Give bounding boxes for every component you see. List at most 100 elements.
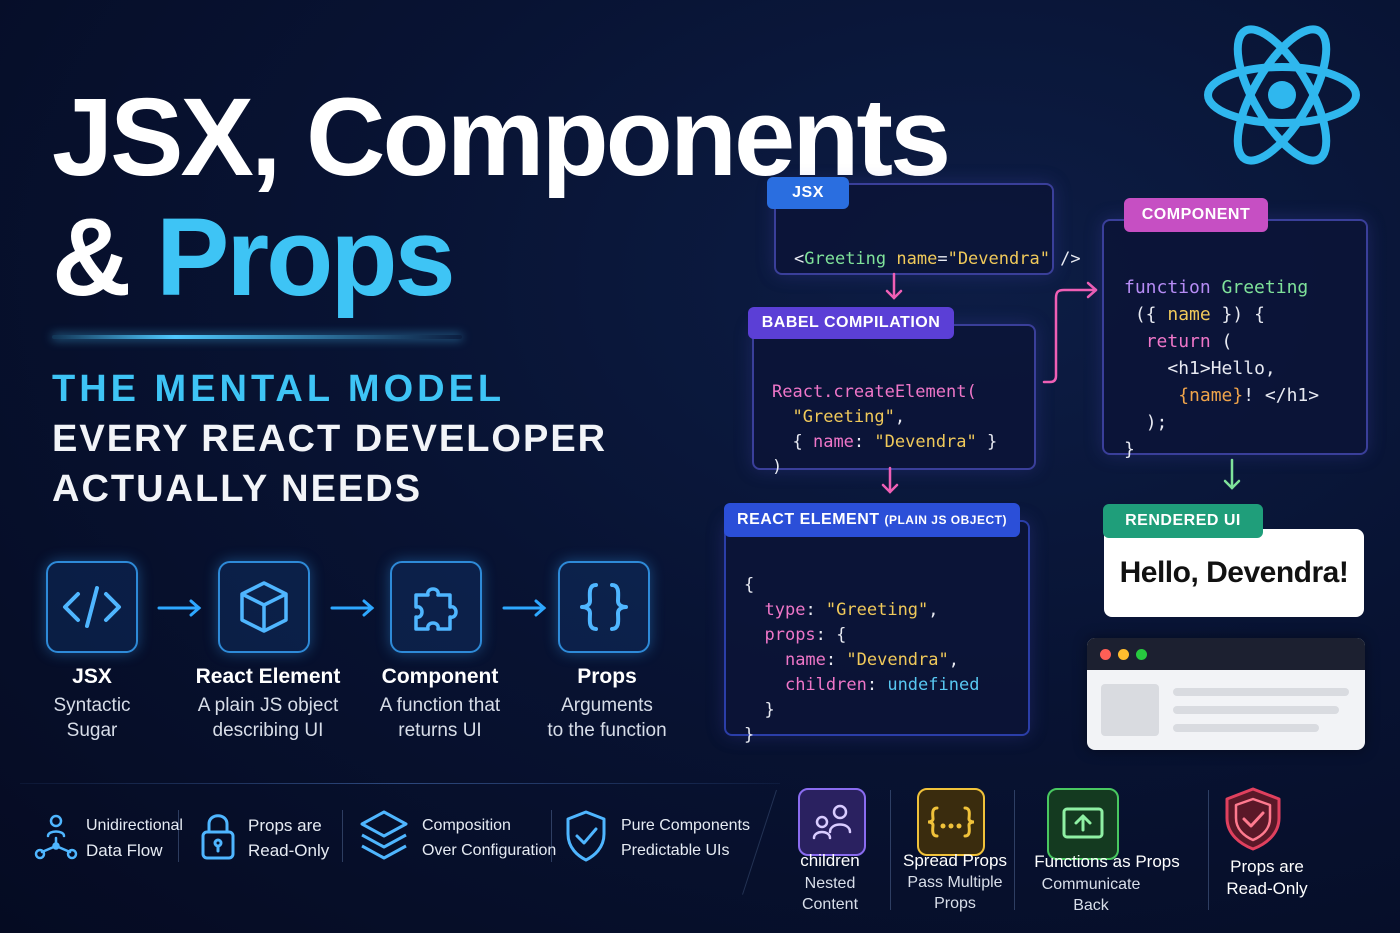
component-l5-bang: ! — [1243, 385, 1255, 406]
babel-panel — [752, 324, 1036, 470]
flow-jsx-label: JSX — [72, 665, 112, 688]
rb-sep-3 — [1208, 790, 1209, 910]
layers-icon — [360, 810, 408, 860]
browser-text-line-3 — [1173, 724, 1319, 732]
subtitle-line2: EVERY REACT DEVELOPER — [52, 418, 608, 460]
feature-lock-line1: Props are — [248, 816, 322, 835]
page-title-line2: & Props — [52, 196, 456, 319]
shield-check-icon — [566, 810, 606, 862]
element-l4-key: name — [784, 650, 826, 670]
flow-element-label: React Element — [195, 665, 341, 688]
element-l1: { — [744, 575, 755, 595]
braces-icon — [580, 583, 628, 631]
functions-desc1: Communicate — [1041, 876, 1141, 893]
element-l2-val: "Greeting" — [825, 600, 929, 620]
component-l3-return: return — [1145, 331, 1211, 352]
feature-layers-line2: Over Configuration — [422, 842, 557, 859]
rendered-tag: RENDERED UI — [1103, 504, 1263, 538]
flow-props-desc1: Arguments — [561, 695, 653, 716]
code-icon — [63, 586, 121, 628]
subtitle-line3: ACTUALLY NEEDS — [52, 468, 423, 510]
feature-pure-line2: Predictable UIs — [621, 842, 730, 859]
bottom-divider — [20, 783, 780, 784]
spread-braces-icon — [927, 806, 975, 838]
browser-maximize-dot — [1136, 649, 1147, 660]
flow-props-desc2: to the function — [547, 720, 667, 741]
readonly-desc1: Read-Only — [1226, 879, 1308, 898]
children-icon-box — [798, 788, 866, 856]
element-l2-key: type — [764, 600, 806, 620]
component-panel — [1102, 219, 1368, 455]
browser-close-dot — [1100, 649, 1111, 660]
flow-element-box — [218, 561, 310, 653]
component-code: function Greeting ({ name }) { return ( … — [1124, 247, 1319, 463]
title-divider — [52, 335, 462, 339]
element-l2-colon: : — [805, 600, 826, 620]
element-tag: REACT ELEMENT (PLAIN JS OBJECT) — [724, 503, 1020, 537]
upload-arrow-icon — [1062, 807, 1104, 839]
component-l7: } — [1124, 439, 1135, 460]
rb-sep-2 — [1014, 790, 1015, 910]
jsx-code-close: /> — [1049, 249, 1081, 269]
flow-component-box — [390, 561, 482, 653]
component-l4-tag: <h1> — [1167, 358, 1211, 379]
component-l5-close: </h1> — [1254, 385, 1320, 406]
arrow-babel-to-component — [1042, 281, 1098, 384]
rendered-output: Hello, Devendra! — [1104, 529, 1364, 617]
spread-icon-box — [917, 788, 985, 856]
functions-title: Functions as Props — [1034, 852, 1180, 871]
arrow-component-to-rendered — [1223, 458, 1241, 490]
browser-mockup — [1087, 638, 1365, 750]
jsx-code-name: Greeting — [804, 249, 887, 269]
babel-line4: ) — [772, 457, 783, 477]
jsx-code-eq: = — [937, 249, 948, 269]
feature-flow-line2: Data Flow — [86, 841, 163, 860]
feature-sep-1 — [178, 810, 179, 862]
functions-icon-box — [1047, 788, 1119, 860]
spread-title: Spread Props — [903, 851, 1007, 870]
element-l3-open: : { — [815, 625, 847, 645]
babel-tag: BABEL COMPILATION — [748, 307, 954, 339]
element-l6: } — [764, 700, 775, 720]
browser-image-placeholder — [1101, 684, 1159, 736]
rb-sep-diag — [742, 789, 777, 895]
element-l3-key: props — [764, 625, 816, 645]
element-l5-colon: : — [866, 675, 888, 695]
element-l5-key: children — [784, 675, 867, 695]
jsx-tag: JSX — [767, 177, 849, 209]
component-tag: COMPONENT — [1124, 198, 1268, 232]
component-l4-text: Hello, — [1210, 358, 1276, 379]
subtitle-line1: THE MENTAL MODEL — [52, 368, 506, 410]
title-ampersand: & — [52, 196, 156, 319]
spread-desc2: Props — [934, 895, 976, 912]
component-l1-keyword: function — [1124, 277, 1222, 298]
babel-line1: React.createElement( — [772, 382, 977, 402]
babel-line3-colon: : — [853, 432, 875, 452]
component-l5-expr: {name} — [1178, 385, 1244, 406]
element-l5-val: undefined — [887, 675, 980, 695]
browser-minimize-dot — [1118, 649, 1129, 660]
element-l4-val: "Devendra" — [846, 650, 949, 670]
readonly-title: Props are — [1230, 857, 1304, 876]
element-tag-small: (PLAIN JS OBJECT) — [884, 513, 1007, 527]
component-l2-param: name — [1167, 304, 1211, 325]
spread-desc1: Pass Multiple — [907, 874, 1003, 891]
feature-layers-line1: Composition — [422, 817, 511, 834]
feature-lock-line2: Read-Only — [248, 841, 330, 860]
jsx-code: <Greeting name="Devendra" /> — [794, 222, 1081, 272]
browser-text-line-1 — [1173, 688, 1349, 696]
arrow-jsx-to-babel — [885, 272, 903, 300]
rb-sep-1 — [890, 790, 891, 910]
jsx-code-attr: name — [886, 249, 938, 269]
flow-jsx-box — [46, 561, 138, 653]
flow-jsx-desc1: Syntactic — [53, 695, 131, 716]
flow-arrow-1 — [157, 599, 202, 617]
element-code: { type: "Greeting", props: { name: "Deve… — [744, 548, 979, 748]
babel-code: React.createElement( "Greeting", { name:… — [772, 355, 997, 480]
browser-text-line-2 — [1173, 706, 1339, 714]
component-l1-name: Greeting — [1221, 277, 1309, 298]
puzzle-icon — [414, 587, 458, 631]
shield-check-icon — [1225, 787, 1281, 851]
element-tag-main: REACT ELEMENT — [737, 511, 880, 528]
flow-arrow-3 — [502, 599, 547, 617]
